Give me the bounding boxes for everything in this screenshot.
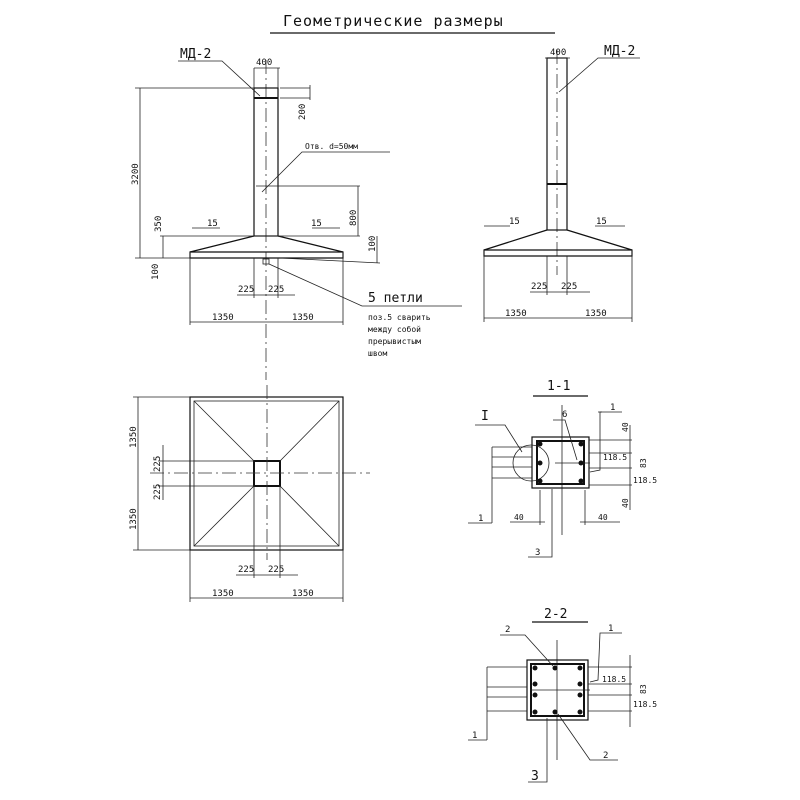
dim-100-left: 100 (151, 264, 161, 280)
dim-350: 350 (154, 216, 164, 232)
dim-200: 200 (298, 104, 308, 120)
section-2-2-dim-118-5-top: 118.5 (602, 675, 626, 684)
section-1-1-pos-6: 6 (562, 410, 567, 420)
note-line: швом (368, 349, 387, 358)
side-dim-225-left: 225 (531, 282, 547, 292)
section-1-1-dim-118-5-bottom: 118.5 (633, 476, 657, 485)
plan-dim-225-right: 225 (268, 565, 284, 575)
note-line: прерывистым (368, 337, 421, 346)
dim-225-left: 225 (238, 285, 254, 295)
front-mark-label: МД-2 (180, 47, 211, 62)
side-slope-15-left: 15 (509, 217, 520, 227)
note-line: между собой (368, 324, 421, 334)
section-1-1-pos-1-top: 1 (610, 403, 615, 413)
section-2-2-dim-118-5-bottom: 118.5 (633, 700, 657, 709)
dim-800: 800 (349, 210, 359, 226)
note-line: поз.5 сварить (368, 313, 431, 322)
section-2-2-pos-1-top: 1 (608, 624, 613, 634)
section-2-2-pos-1-bottom: 1 (472, 731, 477, 741)
plan-dim-1350-top: 1350 (129, 426, 139, 448)
section-2-2-pos-3: 3 (531, 769, 539, 784)
loops-label: 5 петли (368, 291, 423, 306)
plan-dim-1350-bottom: 1350 (129, 508, 139, 530)
side-dim-225-right: 225 (561, 282, 577, 292)
section-1-1-dim-83: 83 (639, 458, 648, 468)
slope-15-right: 15 (311, 219, 322, 229)
dim-225-right: 225 (268, 285, 284, 295)
section-1-1-dim-40-top: 40 (621, 422, 630, 432)
section-1-1-pos-1-bottom: 1 (478, 514, 483, 524)
section-2-2-pos-2-bottom: 2 (603, 751, 608, 761)
plan-dim-225-bottom: 225 (153, 484, 163, 500)
side-dim-400: 400 (550, 48, 566, 58)
hole-label: Отв. d=50мм (305, 142, 358, 151)
section-1-1 (468, 395, 632, 558)
foundation-plan (133, 385, 370, 602)
node-i-label: I (481, 409, 489, 424)
section-1-1-pos-3: 3 (535, 548, 540, 558)
plan-dim-1350-left: 1350 (212, 589, 234, 599)
drawing-title: Геометрические размеры (283, 12, 504, 30)
dim-100-right: 100 (368, 236, 378, 252)
plan-dim-225-left: 225 (238, 565, 254, 575)
side-slope-15-right: 15 (596, 217, 607, 227)
section-2-2-title: 2-2 (544, 607, 567, 622)
side-dim-1350-right: 1350 (585, 309, 607, 319)
dim-3200: 3200 (131, 163, 141, 185)
section-1-1-dim-40-left: 40 (514, 513, 524, 522)
section-1-1-dim-118-5-top: 118.5 (603, 453, 627, 462)
side-elevation (483, 50, 640, 322)
section-2-2 (468, 621, 632, 783)
dim-1350-right: 1350 (292, 313, 314, 323)
side-mark-label: МД-2 (604, 44, 635, 59)
plan-dim-1350-right: 1350 (292, 589, 314, 599)
dim-1350-left: 1350 (212, 313, 234, 323)
side-dim-1350-left: 1350 (505, 309, 527, 319)
section-1-1-dim-40-bottom-right: 40 (598, 513, 608, 522)
dim-column-width: 400 (256, 58, 272, 68)
plan-dim-225-top: 225 (153, 456, 163, 472)
section-1-1-dim-40-right: 40 (621, 498, 630, 508)
section-1-1-title: 1-1 (547, 379, 570, 394)
front-elevation (135, 60, 462, 380)
slope-15-left: 15 (207, 219, 218, 229)
section-2-2-pos-2-top: 2 (505, 625, 510, 635)
section-2-2-dim-83: 83 (639, 684, 648, 694)
